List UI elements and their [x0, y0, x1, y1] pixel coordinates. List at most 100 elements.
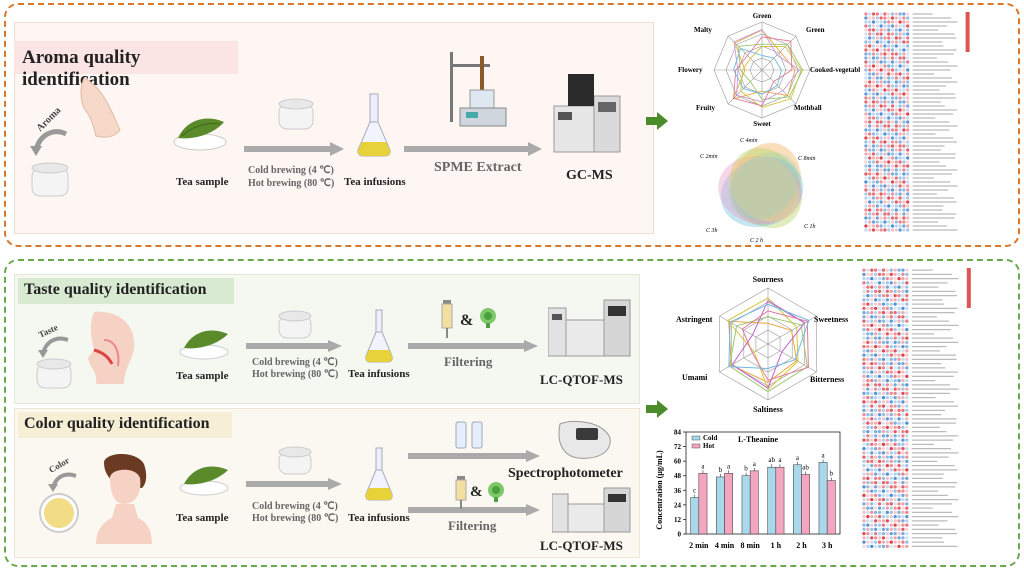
heatmap-cell: [885, 476, 890, 481]
heatmap-cell: [877, 463, 882, 468]
heatmap-cell: [893, 340, 897, 345]
taste-tea-sample-label: Tea sample: [176, 370, 229, 382]
heatmap-cell: [889, 281, 893, 285]
heatmap-cell: [893, 459, 897, 464]
heatmap-cell: [864, 144, 868, 148]
heatmap-cell: [883, 208, 887, 212]
heatmap-cell: [870, 463, 874, 468]
heatmap-cell: [870, 383, 874, 387]
heatmap-cell: [875, 60, 879, 64]
heatmap-cell: [883, 96, 887, 100]
heatmap-cell: [879, 204, 883, 208]
heatmap-cell: [864, 44, 868, 48]
heatmap-cell: [881, 434, 886, 438]
heatmap-cell: [893, 310, 897, 315]
heatmap-cell: [902, 24, 906, 28]
heatmap-cell: [906, 200, 910, 204]
heatmap-cell: [885, 293, 890, 298]
heatmap-cell: [879, 80, 883, 84]
heatmap-cell: [898, 64, 902, 68]
color-tea-sample-label: Tea sample: [176, 512, 229, 524]
heatmap-cell: [902, 164, 906, 168]
heatmap-cell: [897, 531, 901, 536]
heatmap-cell: [898, 200, 902, 204]
heatmap-cell: [887, 68, 891, 72]
heatmap-cell: [890, 100, 895, 104]
gc-ms-instrument-icon: [553, 74, 621, 153]
heatmap-cell: [866, 370, 870, 374]
heatmap-cell: [879, 124, 883, 128]
heatmap-cell: [905, 459, 909, 464]
heatmap-cell: [866, 285, 870, 289]
heatmap-cell: [864, 212, 868, 216]
heatmap-cell: [881, 459, 886, 464]
heatmap-cell: [875, 228, 879, 232]
heatmap-cell: [864, 156, 868, 160]
heatmap-cell: [894, 200, 898, 204]
heatmap-cell: [890, 116, 895, 120]
heatmap-cell: [877, 531, 882, 536]
heatmap-cell: [875, 224, 879, 228]
heatmap-cell: [881, 293, 886, 298]
heatmap-cell: [873, 510, 878, 515]
heatmap-cell: [902, 196, 906, 200]
heatmap-cell: [897, 276, 901, 281]
heatmap-cell: [873, 493, 878, 498]
heatmap-cell: [889, 438, 893, 442]
heatmap-cell: [871, 84, 876, 88]
heatmap-cell: [901, 417, 905, 421]
heatmap-cell: [877, 540, 882, 544]
heatmap-cell: [875, 176, 879, 180]
heatmap-cell: [885, 272, 890, 277]
heatmap-cell: [873, 357, 878, 362]
heatmap-cell: [875, 108, 879, 112]
heatmap-cell: [906, 80, 910, 84]
heatmap-cell: [883, 64, 887, 68]
heatmap-cell: [870, 429, 874, 434]
heatmap-cell: [864, 124, 868, 128]
heatmap-cell: [866, 268, 870, 272]
heatmap-cell: [889, 446, 893, 451]
heatmap-cell: [871, 100, 876, 104]
radar-series-line: [740, 46, 802, 108]
heatmap-cell: [877, 370, 882, 374]
heatmap-cell: [866, 315, 870, 319]
heatmap-cell: [901, 336, 905, 340]
heatmap-cell: [871, 96, 876, 100]
heatmap-cell: [905, 366, 909, 370]
heatmap-cell: [875, 220, 879, 224]
significance-letter: a: [822, 451, 826, 459]
heatmap-cell: [875, 96, 879, 100]
heatmap-cell: [893, 327, 897, 332]
heatmap-cell: [873, 268, 878, 272]
radar-series-line: [729, 316, 808, 393]
heatmap-cell: [881, 332, 886, 336]
heatmap-cell: [898, 48, 902, 52]
heatmap-cell: [883, 116, 887, 120]
heatmap-cell: [890, 64, 895, 68]
heatmap-cell: [873, 434, 878, 438]
heatmap-cell: [885, 400, 890, 404]
heatmap-cell: [901, 285, 905, 289]
heatmap-cell: [901, 387, 905, 391]
taste-brew-hot: Hot brewing (80 ℃): [252, 369, 339, 380]
heatmap-cell: [870, 544, 874, 549]
heatmap-cell: [875, 196, 879, 200]
heatmap-cell: [879, 104, 883, 108]
heatmap-cell: [897, 319, 901, 323]
heatmap-cell: [885, 306, 890, 311]
heatmap-cell: [866, 455, 870, 459]
heatmap-cell: [906, 48, 910, 52]
heatmap-cell: [901, 315, 905, 319]
heatmap-cell: [871, 136, 876, 140]
heatmap-cell: [885, 451, 890, 455]
heatmap-cell: [887, 92, 891, 96]
heatmap-cell: [901, 540, 905, 544]
heatmap-cell: [906, 28, 910, 32]
heatmap-cell: [902, 228, 906, 232]
heatmap-cell: [875, 144, 879, 148]
heatmap-cell: [875, 64, 879, 68]
heatmap-cell: [898, 24, 902, 28]
heatmap-cell: [887, 200, 891, 204]
heatmap-cell: [875, 56, 879, 60]
